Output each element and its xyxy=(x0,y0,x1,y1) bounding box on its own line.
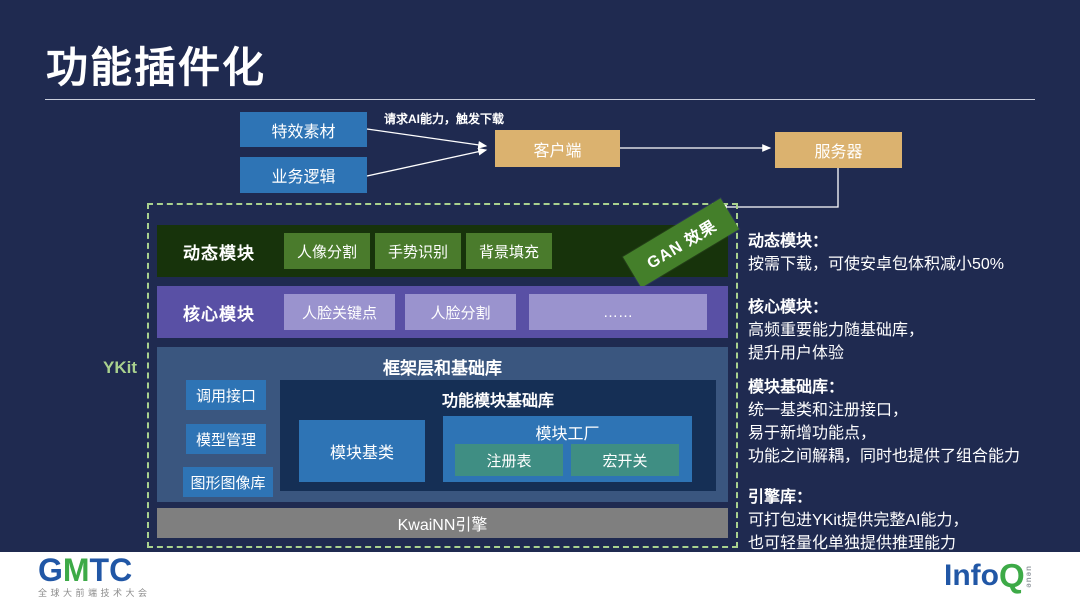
function-module-base-lib: 功能模块基础库 模块基类 模块工厂 注册表 宏开关 xyxy=(280,380,716,491)
flow-box-effect-material: 特效素材 xyxy=(240,112,367,147)
kwainn-engine-bar: KwaiNN引擎 xyxy=(157,508,728,538)
chip-registry: 注册表 xyxy=(455,444,563,476)
chip-face-keypoints: 人脸关键点 xyxy=(284,294,395,330)
chip-portrait-segmentation: 人像分割 xyxy=(284,233,370,269)
note-line: 高频重要能力随基础库， xyxy=(748,322,925,339)
flow-box-label: 服务器 xyxy=(814,144,863,161)
slide-body: 功能插件化 特效素材 业务逻辑 客户端 服务器 请求AI能力，触发下载 xyxy=(0,0,1080,552)
core-module-row: 核心模块 人脸关键点 人脸分割 …… xyxy=(157,286,728,338)
ykit-container: 动态模块 人像分割 手势识别 背景填充 GAN 效果 核心模块 人脸关键点 人脸… xyxy=(147,198,740,548)
note-title: 模块基础库： xyxy=(748,379,845,396)
ykit-label: YKit xyxy=(103,358,137,377)
flow-box-label: 特效素材 xyxy=(271,123,336,141)
chip-model-management: 模型管理 xyxy=(186,424,266,454)
note-title: 核心模块： xyxy=(748,299,829,316)
gmtc-subtitle: 全球大前端技术大会 xyxy=(38,588,151,598)
chip-background-inpainting: 背景填充 xyxy=(466,233,552,269)
note-line: 可打包进YKit提供完整AI能力， xyxy=(748,512,969,529)
chip-graphics-image-lib: 图形图像库 xyxy=(183,467,273,497)
flow-arrow-label: 请求AI能力，触发下载 xyxy=(384,112,505,126)
dynamic-module-label: 动态模块 xyxy=(183,243,255,263)
note-line: 也可轻量化单独提供推理能力 xyxy=(748,535,957,552)
chip-ellipsis: …… xyxy=(529,294,707,330)
arrow-logic-to-client xyxy=(366,147,488,177)
module-factory-title: 模块工厂 xyxy=(535,426,600,443)
framework-layer-title: 框架层和基础库 xyxy=(383,359,502,378)
infoq-text-q: Q xyxy=(998,557,1025,594)
chip-call-interface: 调用接口 xyxy=(186,380,266,410)
infoq-text-info: Info xyxy=(944,559,999,592)
note-line: 统一基类和注册接口， xyxy=(748,402,909,419)
note-line: 功能之间解耦，同时也提供了组合能力 xyxy=(748,448,1021,465)
note-engine-lib: 引擎库： 可打包进YKit提供完整AI能力， 也可轻量化单独提供推理能力 xyxy=(748,486,968,555)
flow-box-business-logic: 业务逻辑 xyxy=(240,157,367,193)
chip-face-segmentation: 人脸分割 xyxy=(405,294,516,330)
core-module-label: 核心模块 xyxy=(183,304,255,324)
gmtc-logo: GMTC 全球大前端技术大会 xyxy=(38,552,151,599)
gan-effect-badge: GAN 效果 xyxy=(622,198,740,288)
base-lib-title: 功能模块基础库 xyxy=(441,393,554,410)
note-line: 按需下载，可使安卓包体积减小50% xyxy=(748,256,1005,273)
flow-box-client: 客户端 xyxy=(495,130,620,167)
flow-box-label: 业务逻辑 xyxy=(271,169,336,186)
arrow-server-to-ykit xyxy=(717,168,839,211)
note-core-module: 核心模块： 高频重要能力随基础库， 提升用户体验 xyxy=(748,296,924,365)
note-line: 易于新增功能点， xyxy=(748,425,877,442)
gmtc-letter: G xyxy=(38,552,63,588)
title-divider xyxy=(45,99,1035,100)
gmtc-wordmark: GMTC xyxy=(38,552,151,588)
arrow-material-to-client xyxy=(366,128,488,149)
note-title: 引擎库： xyxy=(748,489,813,506)
chip-module-base-class: 模块基类 xyxy=(299,420,425,482)
dynamic-module-row: 动态模块 人像分割 手势识别 背景填充 GAN 效果 xyxy=(157,198,740,288)
note-dynamic-module: 动态模块： 按需下载，可使安卓包体积减小50% xyxy=(748,230,1004,276)
note-module-base-lib: 模块基础库： 统一基类和注册接口， 易于新增功能点， 功能之间解耦，同时也提供了… xyxy=(748,376,1020,468)
chip-macro-switch: 宏开关 xyxy=(571,444,679,476)
chip-gesture-recognition: 手势识别 xyxy=(375,233,461,269)
gmtc-letter: M xyxy=(62,552,90,588)
note-title: 动态模块： xyxy=(748,233,829,250)
infoq-text-ueue: ueue xyxy=(1024,566,1034,589)
gmtc-letter: TC xyxy=(89,552,133,588)
framework-layer-section: 框架层和基础库 调用接口 模型管理 图形图像库 功能模块基础库 模块基类 模块工… xyxy=(157,347,728,502)
note-line: 提升用户体验 xyxy=(748,345,845,362)
module-factory-box: 模块工厂 注册表 宏开关 xyxy=(443,416,692,482)
page-title: 功能插件化 xyxy=(46,44,267,91)
flow-box-label: 客户端 xyxy=(533,142,582,160)
flow-box-server: 服务器 xyxy=(775,132,902,168)
